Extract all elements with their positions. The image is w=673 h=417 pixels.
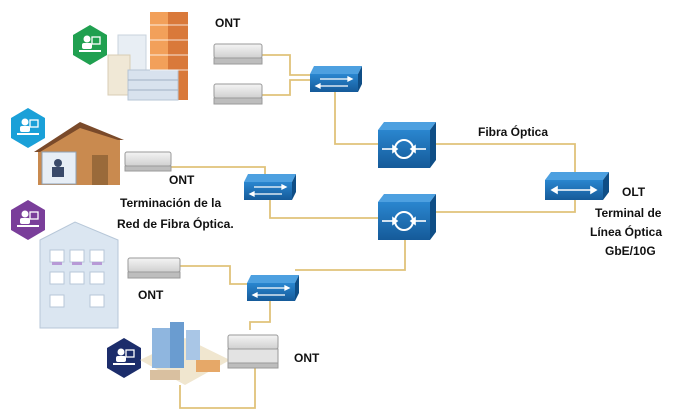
link-switch3-bottom	[249, 300, 271, 330]
switch-icon-middle	[244, 174, 296, 200]
label-olt-desc-2: Línea Óptica	[590, 224, 662, 239]
apartment-building-illustration	[39, 221, 119, 329]
hex-icon-purple	[11, 200, 45, 240]
label-fiber: Fibra Óptica	[478, 124, 548, 139]
link-ont-top-2	[262, 79, 310, 96]
label-ont-bottom: ONT	[294, 351, 320, 365]
hex-icon-blue	[11, 108, 45, 148]
link-splitter1-olt	[432, 143, 576, 175]
desk-user-icon	[79, 35, 101, 52]
house-illustration	[34, 122, 124, 185]
label-ont-house: ONT	[169, 173, 195, 187]
link-splitter2-olt	[432, 196, 576, 213]
link-switch2-splitter2	[269, 195, 378, 219]
link-switch1-splitter1	[334, 92, 378, 145]
switch-icon-bottom	[247, 275, 299, 301]
label-ont-top: ONT	[215, 16, 241, 30]
hex-icon-green	[73, 25, 107, 65]
link-splitter2-switch3	[295, 238, 406, 271]
link-ont-top-1	[262, 54, 310, 76]
link-building-switch3	[180, 265, 248, 285]
ont-device-top-1	[213, 43, 263, 65]
desk-user-icon	[17, 210, 39, 227]
splitter-icon-top	[378, 122, 436, 168]
splitter-icon-bottom	[378, 194, 436, 240]
label-ont-house-desc-1: Terminación de la	[120, 196, 221, 210]
label-ont-house-desc-2: Red de Fibra Óptica.	[117, 216, 234, 231]
ont-device-house	[124, 151, 172, 172]
switch-icon-top	[310, 66, 362, 92]
desk-user-icon	[113, 348, 135, 365]
link-house-switch2	[170, 166, 266, 175]
ont-device-building	[127, 257, 181, 279]
hex-icon-navy	[107, 338, 141, 378]
label-ont-building: ONT	[138, 288, 164, 302]
label-olt: OLT	[622, 185, 646, 199]
label-olt-desc-3: GbE/10G	[605, 244, 656, 258]
office-buildings-illustration	[107, 12, 188, 101]
ont-device-top-2	[213, 83, 263, 105]
link-bottom-loop	[179, 360, 256, 409]
campus-illustration	[140, 322, 230, 385]
olt-device-icon	[545, 172, 609, 200]
label-olt-desc-1: Terminal de	[595, 206, 662, 220]
desk-user-icon	[17, 118, 39, 135]
ont-device-bottom	[227, 334, 279, 369]
fiber-links	[170, 54, 576, 409]
